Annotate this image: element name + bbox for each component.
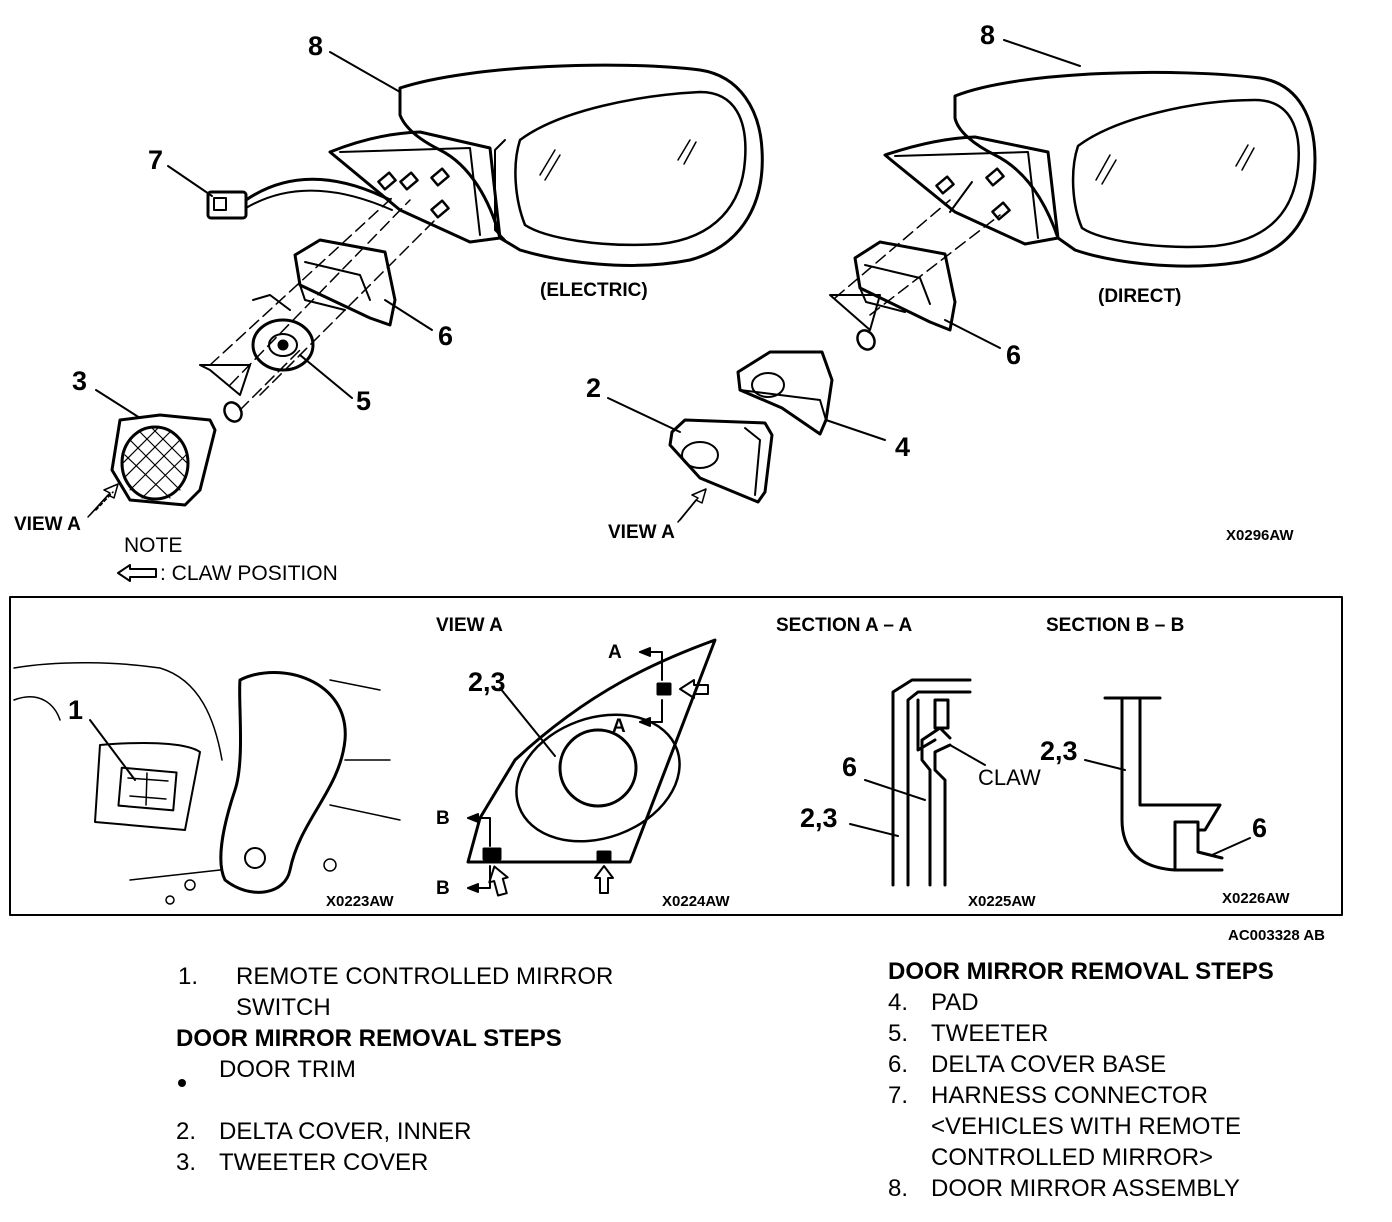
direct-base-shadow	[829, 294, 881, 331]
callout-7: 7	[148, 145, 164, 175]
bullet-icon	[178, 1064, 186, 1095]
legend-right: DOOR MIRROR REMOVAL STEPS 4.PAD 5.TWEETE…	[888, 956, 1368, 1204]
section-bb-drawing	[1103, 696, 1224, 872]
arrow-b-top: B	[436, 808, 450, 829]
legend-item-8: 8.DOOR MIRROR ASSEMBLY	[888, 1175, 1240, 1202]
direct-screw	[856, 329, 876, 351]
code-x0225aw: X0225AW	[968, 893, 1036, 910]
view-a-claw-arrows	[488, 679, 709, 897]
callout-6-direct: 6	[1006, 340, 1022, 370]
leader-23-view	[499, 687, 556, 757]
direct-delta-cover-base	[853, 240, 957, 332]
legend-item-2: 2.DELTA COVER, INNER	[176, 1118, 472, 1145]
code-x0224aw: X0224AW	[662, 893, 730, 910]
view-a-cover-outline	[466, 638, 717, 864]
view-a-title: VIEW A	[436, 615, 503, 636]
view-a-right-label: VIEW A	[608, 522, 675, 543]
view-a-arrow-left	[87, 483, 119, 518]
legend-item-1-line2: SWITCH	[236, 994, 331, 1021]
callout-3: 3	[72, 366, 88, 396]
view-a-left-label: VIEW A	[14, 514, 81, 535]
callout-6-section-bb: 6	[1252, 813, 1268, 843]
note-title: NOTE	[124, 534, 183, 557]
legend-item-7: 7.HARNESS CONNECTOR	[888, 1082, 1208, 1109]
direct-label: (DIRECT)	[1098, 286, 1182, 307]
legend-left: 1. REMOTE CONTROLLED MIRROR SWITCH DOOR M…	[176, 961, 736, 1178]
claw-label: CLAW	[978, 765, 1041, 790]
callout-8-direct: 8	[980, 20, 996, 50]
leaders-right	[607, 39, 1081, 441]
leader-1	[89, 719, 136, 781]
electric-bolts	[377, 167, 450, 219]
section-bb-leaders	[1084, 759, 1251, 856]
view-a-section-lines	[467, 647, 663, 893]
legend-item-5: 5.TWEETER	[888, 1020, 1049, 1047]
electric-label: (ELECTRIC)	[540, 280, 648, 301]
legend-item-6: 6.DELTA COVER BASE	[888, 1051, 1167, 1078]
figure-code: X0296AW	[1226, 527, 1294, 544]
legend-item-4: 4.PAD	[888, 989, 979, 1016]
delta-cover-inner	[668, 418, 774, 504]
electric-delta-cover-base	[293, 238, 397, 327]
harness-connector	[206, 177, 393, 220]
arrow-a-bottom: A	[612, 716, 626, 737]
callout-4: 4	[895, 432, 911, 462]
electric-screw	[223, 401, 243, 423]
callout-1: 1	[68, 695, 84, 725]
view-a-arrow-right	[677, 488, 707, 523]
tweeter-cover	[110, 413, 217, 507]
section-aa-leaders	[849, 744, 986, 837]
direct-bolts	[935, 167, 1011, 221]
section-aa-drawing	[891, 678, 972, 887]
claw-arrow-legend	[117, 564, 157, 582]
tweeter	[251, 294, 315, 372]
section-bb-title: SECTION B – B	[1046, 615, 1185, 636]
direct-explode-lines	[834, 199, 1001, 316]
legend-right-heading: DOOR MIRROR REMOVAL STEPS	[888, 958, 1274, 985]
callout-6-section-aa: 6	[842, 752, 858, 782]
legend-bullet-text: DOOR TRIM	[219, 1056, 356, 1083]
callout-6-electric: 6	[438, 321, 454, 351]
legend-item-3: 3.TWEETER COVER	[176, 1149, 429, 1176]
legend-item-7-sub1: <VEHICLES WITH REMOTE	[931, 1113, 1242, 1140]
arrow-b-bottom: B	[436, 878, 450, 899]
detail-panel-frame	[9, 596, 1343, 916]
code-x0223aw: X0223AW	[326, 893, 394, 910]
callout-23-view: 2,3	[468, 667, 506, 697]
legend-left-heading: DOOR MIRROR REMOVAL STEPS	[176, 1025, 562, 1052]
callout-8-electric: 8	[308, 31, 324, 61]
legend-item-1-line1: REMOTE CONTROLLED MIRROR	[236, 963, 614, 990]
leaders-left	[95, 51, 433, 419]
callout-2: 2	[586, 373, 602, 403]
callout-23-section-aa: 2,3	[800, 803, 838, 833]
arrow-a-top: A	[608, 642, 622, 663]
electric-explode-lines	[209, 194, 441, 411]
code-x0226aw: X0226AW	[1222, 890, 1290, 907]
electric-base-shadow	[199, 364, 251, 396]
switch-location-sketch	[13, 661, 401, 905]
doc-code: AC003328 AB	[1228, 927, 1325, 944]
callout-5: 5	[356, 386, 372, 416]
legend-item-7-sub2: CONTROLLED MIRROR>	[931, 1144, 1214, 1171]
electric-mirror-housing	[328, 63, 764, 267]
legend-item-1-num: 1.	[178, 963, 199, 990]
direct-mirror-housing	[883, 70, 1317, 268]
callout-23-section-bb: 2,3	[1040, 736, 1078, 766]
note-text: : CLAW POSITION	[160, 562, 338, 585]
section-aa-title: SECTION A – A	[776, 615, 913, 636]
